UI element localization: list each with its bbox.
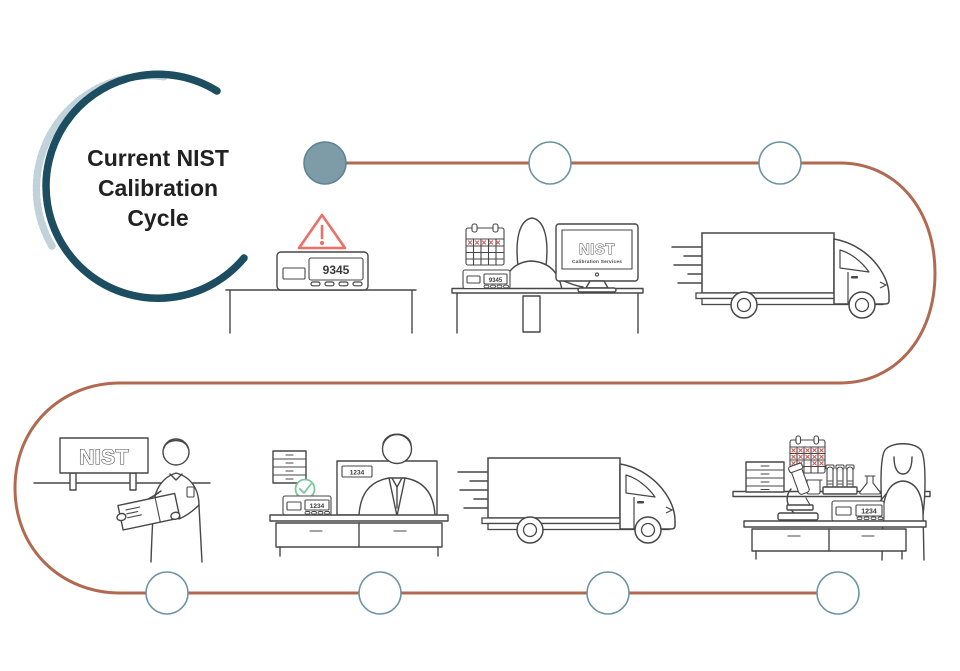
- lab-device: 1234: [831, 500, 885, 522]
- station-back-in-lab: 1234: [732, 435, 931, 561]
- badge-title-line-1: Current NIST: [87, 145, 229, 171]
- person-torso: [502, 260, 563, 291]
- badge-ring-arc: [42, 70, 248, 302]
- person-checkin-clerk: [358, 433, 436, 517]
- cycle-node-6: [586, 571, 630, 615]
- badge-title-line-2: Calibration: [98, 175, 218, 201]
- flask-icon: [859, 475, 881, 495]
- test-tube-rack-icon: [822, 464, 858, 495]
- station-nist-receiving: NIST: [33, 437, 211, 563]
- small-measurement-device: 9345: [462, 269, 511, 290]
- person-head: [162, 438, 190, 466]
- checkin-device: 1234: [282, 495, 332, 516]
- cycle-node-3: [758, 141, 802, 185]
- station-nist-checkin: 1234 1234: [269, 433, 449, 557]
- person-hair: [382, 433, 412, 445]
- package-box: [116, 492, 181, 531]
- device-display-value: 9345: [489, 278, 503, 284]
- cycle-node-1-active: [303, 141, 347, 185]
- cycle-node-2: [528, 141, 572, 185]
- cycle-route-path: [13, 161, 937, 595]
- device-display-value: 1234: [861, 509, 877, 516]
- shelf-label-text: 1234: [350, 470, 365, 477]
- desk: [451, 287, 644, 294]
- person-head: [381, 433, 413, 465]
- person-receiving-package: [116, 438, 203, 563]
- hand: [170, 511, 181, 521]
- station-schedule-with-nist: 9345 NIST Calibration Services: [451, 217, 644, 334]
- person-scheduling: [502, 217, 584, 291]
- person-collar: [169, 473, 183, 481]
- cycle-node-5: [358, 571, 402, 615]
- warning-icon: [297, 213, 347, 250]
- device-display-value: 1234: [310, 503, 325, 510]
- badge-title-line-3: Cycle: [127, 205, 188, 231]
- cycle-nodes: [145, 141, 860, 615]
- desk-legs: [456, 292, 639, 334]
- station-device-needs-calibration: 9345: [225, 213, 417, 334]
- drawer-cabinet: [272, 450, 307, 484]
- title-badge: Current NIST Calibration Cycle: [32, 70, 248, 302]
- person-face: [893, 456, 913, 475]
- measurement-device: 9345: [276, 251, 369, 291]
- cycle-node-7: [816, 571, 860, 615]
- sign-post: [129, 472, 137, 491]
- nist-sign: [59, 437, 149, 474]
- checkin-desk: [269, 514, 449, 557]
- device-display-value: 9345: [323, 263, 350, 277]
- monitor-nist-logo: NIST: [579, 241, 615, 258]
- calendar-icon: [465, 223, 505, 266]
- person-hair: [163, 439, 189, 449]
- chair: [522, 295, 541, 333]
- drawer-cabinet: [745, 461, 785, 493]
- monitor: NIST Calibration Services: [555, 223, 639, 293]
- monitor-subtitle: Calibration Services: [572, 259, 622, 265]
- person-hair: [516, 217, 548, 267]
- delivery-truck-return-icon: [457, 457, 676, 544]
- table: [225, 289, 417, 334]
- hand: [116, 512, 127, 522]
- delivery-truck-outbound-icon: [671, 232, 890, 319]
- sign-post: [69, 472, 77, 491]
- shelf-label-plate: [341, 465, 373, 478]
- microscope-icon: [777, 462, 819, 521]
- badge: [186, 486, 195, 498]
- nist-sign-text: NIST: [79, 446, 129, 469]
- lab-bench: [743, 520, 927, 560]
- cycle-node-4: [145, 571, 189, 615]
